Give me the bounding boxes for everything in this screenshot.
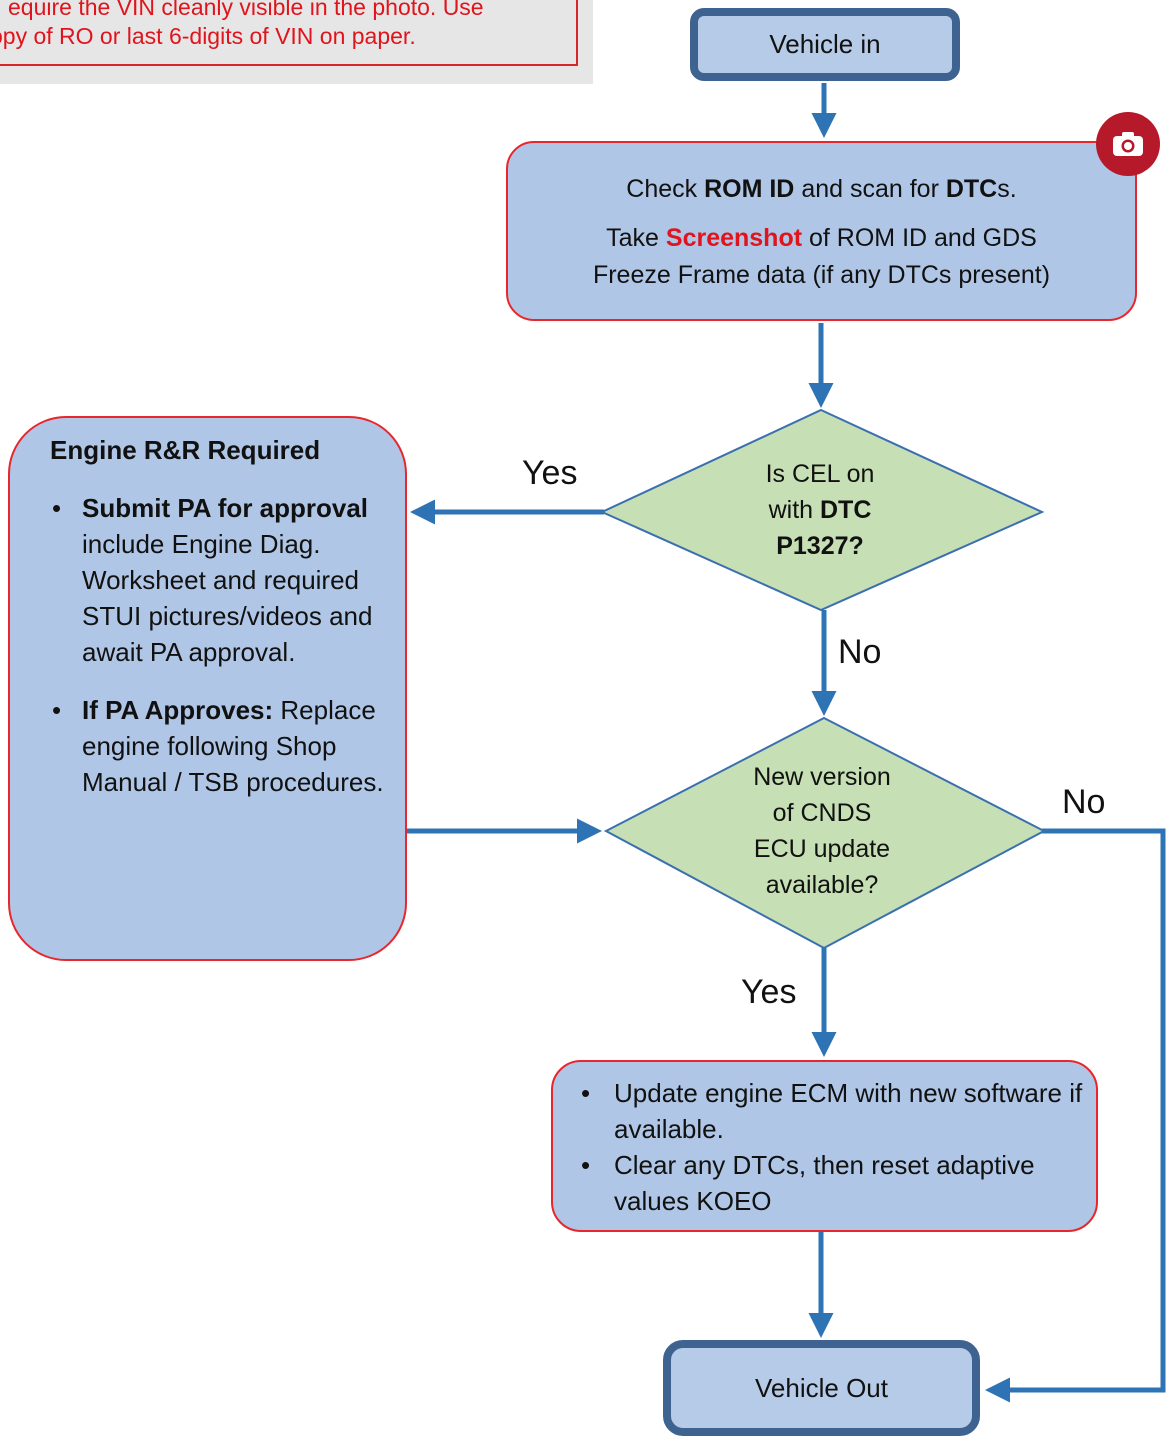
decision1-diamond — [599, 408, 1045, 612]
check-line3: Freeze Frame data (if any DTCs present) — [592, 261, 1051, 289]
label-no-down: No — [838, 633, 882, 671]
label-no-right: No — [1062, 783, 1106, 821]
check-line1: Check ROM ID and scan for DTCs. — [626, 175, 1017, 203]
decision2-diamond — [603, 716, 1047, 950]
engine-rr-box: Engine R&R Required •Submit PA for appro… — [8, 416, 407, 961]
note-line2: opy of RO or last 6-digits of VIN on pap… — [0, 23, 416, 49]
check-rom-id-box: Check ROM ID and scan for DTCs. Take Scr… — [506, 141, 1137, 321]
update-list: •Update engine ECM with new software if … — [577, 1075, 1087, 1219]
update-ecm-box: •Update engine ECM with new software if … — [551, 1060, 1098, 1232]
engine-rr-item-submit: •Submit PA for approval include Engine D… — [52, 493, 373, 667]
vehicle-out-label: Vehicle Out — [755, 1372, 888, 1403]
vehicle-out-terminal: Vehicle Out — [663, 1340, 980, 1436]
vin-note: equire the VIN cleanly visible in the ph… — [0, 0, 578, 66]
decision1-text: Is CEL on with DTC P1327? — [765, 460, 875, 560]
engine-rr-list: •Submit PA for approval include Engine D… — [40, 490, 390, 800]
note-line1: equire the VIN cleanly visible in the ph… — [8, 0, 484, 20]
decision2-text: New version of CNDS ECU update available… — [753, 763, 891, 899]
update-item-clear: •Clear any DTCs, then reset adaptive val… — [581, 1150, 1035, 1216]
check-line2: Take Screenshot of ROM ID and GDS — [606, 224, 1037, 252]
vehicle-in-label: Vehicle in — [769, 29, 881, 59]
engine-rr-item-approves: •If PA Approves: Replace engine followin… — [52, 695, 384, 797]
arrow-decision2-no — [985, 828, 1166, 1403]
engine-rr-title: Engine R&R Required — [50, 435, 321, 465]
camera-icon — [1096, 112, 1160, 176]
vehicle-in-terminal: Vehicle in — [690, 8, 960, 81]
label-yes-left: Yes — [522, 454, 578, 492]
update-item-ecm: •Update engine ECM with new software if … — [581, 1078, 1083, 1144]
label-yes-down: Yes — [741, 973, 797, 1011]
